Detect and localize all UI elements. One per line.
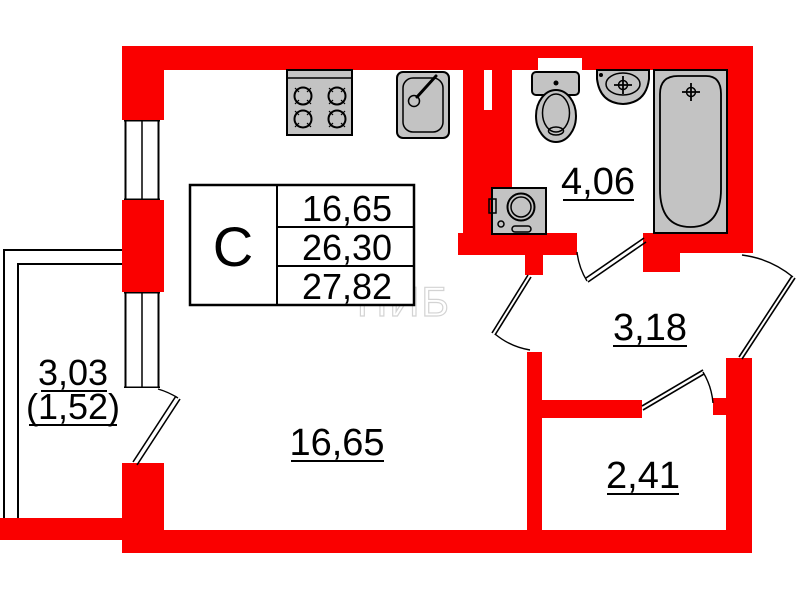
wall-right-bottom-stub [713,398,726,415]
wall-right-bottom [726,358,752,553]
label-hall-area: 3,18 [613,307,687,349]
bathtub-inner [659,75,722,228]
washbasin-basin [605,72,641,96]
wall-under-tub-block [643,233,680,272]
summary-table-box [188,183,416,307]
wall-left-corner-block [122,46,164,120]
washing-machine-door [506,192,536,222]
door-balcony [132,388,181,466]
washing-machine-knob [497,220,505,228]
sink-drain [407,94,421,108]
door-entrance [738,254,796,360]
door-leaf [738,275,793,358]
apartment-type-letter: С [213,215,253,278]
door-bathroom [576,237,647,283]
door-swing-arc [741,254,794,278]
label-studio-area: 16,65 [289,422,384,464]
window-lower [124,292,160,388]
label-balcony-area: 3,03 [38,352,108,393]
wall-bottom [122,530,752,553]
door-leaf [741,277,796,360]
sink-basin [402,77,444,133]
door-swing-arc [157,388,179,399]
washing-machine-door-inner [510,196,532,218]
door-storage [641,369,714,411]
burner-circle [327,109,347,129]
wall-storage-top [542,400,642,418]
balcony-outline [3,249,122,518]
sink-body [396,71,450,139]
walls [0,46,753,553]
door-leaf [585,237,645,279]
wall-left-mid-block [122,200,164,292]
burner-circle [293,86,313,106]
summary-table: С 16,65 26,30 27,82 [188,183,416,307]
vent-slot-notch [484,70,492,110]
window-upper [124,120,160,200]
door-leaf [641,369,704,407]
door-leaf [136,398,181,466]
door-leaf [642,373,705,411]
top-wall-notch [538,58,582,70]
door-swing-arc [494,333,531,351]
burner-circle [327,86,347,106]
sink-faucet [415,74,438,99]
door-leaf [491,274,529,334]
table-value-living-area: 16,65 [302,188,392,229]
washbasin-icon [596,69,650,106]
door-swing-arc [702,371,714,404]
toilet-icon [531,71,580,143]
washing-machine-icon [488,187,547,235]
room-area-labels: 16,65 4,06 3,18 2,41 3,03 (1,52) [26,161,687,497]
toilet-bowl-base [547,126,565,136]
door-leaf [494,276,532,336]
bathtub-faucet-cross [682,83,700,101]
table-value-total-area: 27,82 [302,266,392,307]
wall-bath-door-stub [525,255,543,275]
label-balcony-reduced-area: (1,52) [26,386,120,427]
washbasin-corner-dot [599,73,603,77]
wall-hall-vertical [527,352,542,553]
balcony-outer-line [3,249,122,518]
wall-kitchen-bath-connector [463,110,512,124]
washing-machine-drawer [488,198,497,214]
toilet-button [553,80,559,86]
door-swing-arc [576,251,588,282]
kitchen-sink-icon [396,71,450,139]
wall-top [122,46,752,70]
stove-icon [286,69,353,136]
balcony-inner-line [17,263,122,518]
washing-machine-slot [511,225,532,233]
toilet-bowl [535,89,577,143]
bathtub-icon [653,69,728,234]
label-bathroom-area: 4,06 [561,161,635,203]
door-leaf [132,395,177,463]
wall-kitchen-bath-main [463,70,484,253]
toilet-bowl-inner [541,93,571,133]
washbasin-faucet-cross [614,76,632,94]
wall-balcony-slab [0,518,122,540]
label-storage-area: 2,41 [606,455,680,497]
burner-circle [293,109,313,129]
door-living-to-hall [491,274,532,351]
table-value-area: 26,30 [302,227,392,268]
wall-bathroom-bottom [458,233,577,255]
door-leaf [587,241,647,283]
burner-ticks [294,87,346,128]
wall-right-top [726,46,753,253]
